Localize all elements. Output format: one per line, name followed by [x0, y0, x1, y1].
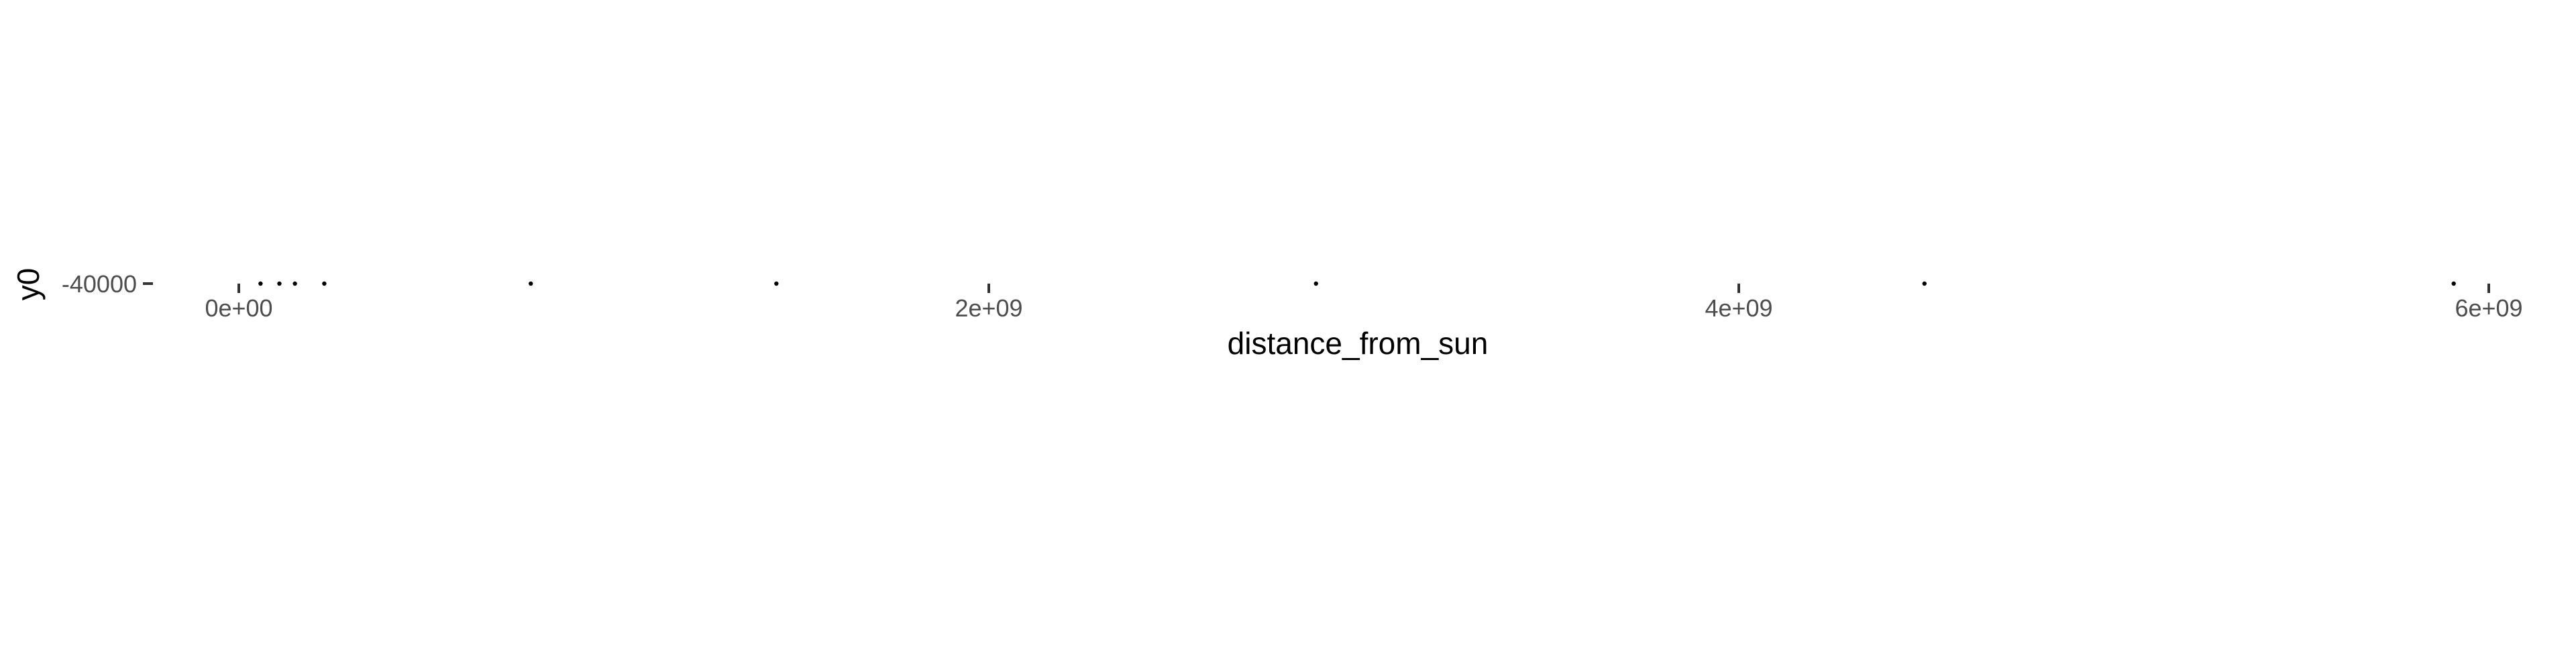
data-points: [258, 281, 2456, 286]
data-point-2: [292, 281, 297, 286]
data-point-8: [2451, 281, 2456, 286]
y-axis: -40000: [62, 270, 153, 298]
y-axis-title: y0: [11, 268, 46, 301]
x-tick-label-1: 2e+09: [955, 294, 1022, 322]
x-axis-title: distance_from_sun: [1228, 326, 1489, 361]
data-point-5: [774, 281, 779, 286]
y-tick-label-0: -40000: [62, 270, 137, 298]
x-tick-label-2: 4e+09: [1705, 294, 1772, 322]
data-point-6: [1313, 281, 1318, 286]
data-point-0: [258, 281, 263, 286]
data-point-4: [529, 281, 533, 286]
x-axis: 0e+00 2e+09 4e+09 6e+09: [205, 284, 2523, 322]
data-point-3: [322, 281, 327, 286]
data-point-1: [277, 281, 282, 286]
x-tick-label-0: 0e+00: [205, 294, 272, 322]
x-tick-label-3: 6e+09: [2455, 294, 2522, 322]
data-point-7: [1922, 281, 1927, 286]
